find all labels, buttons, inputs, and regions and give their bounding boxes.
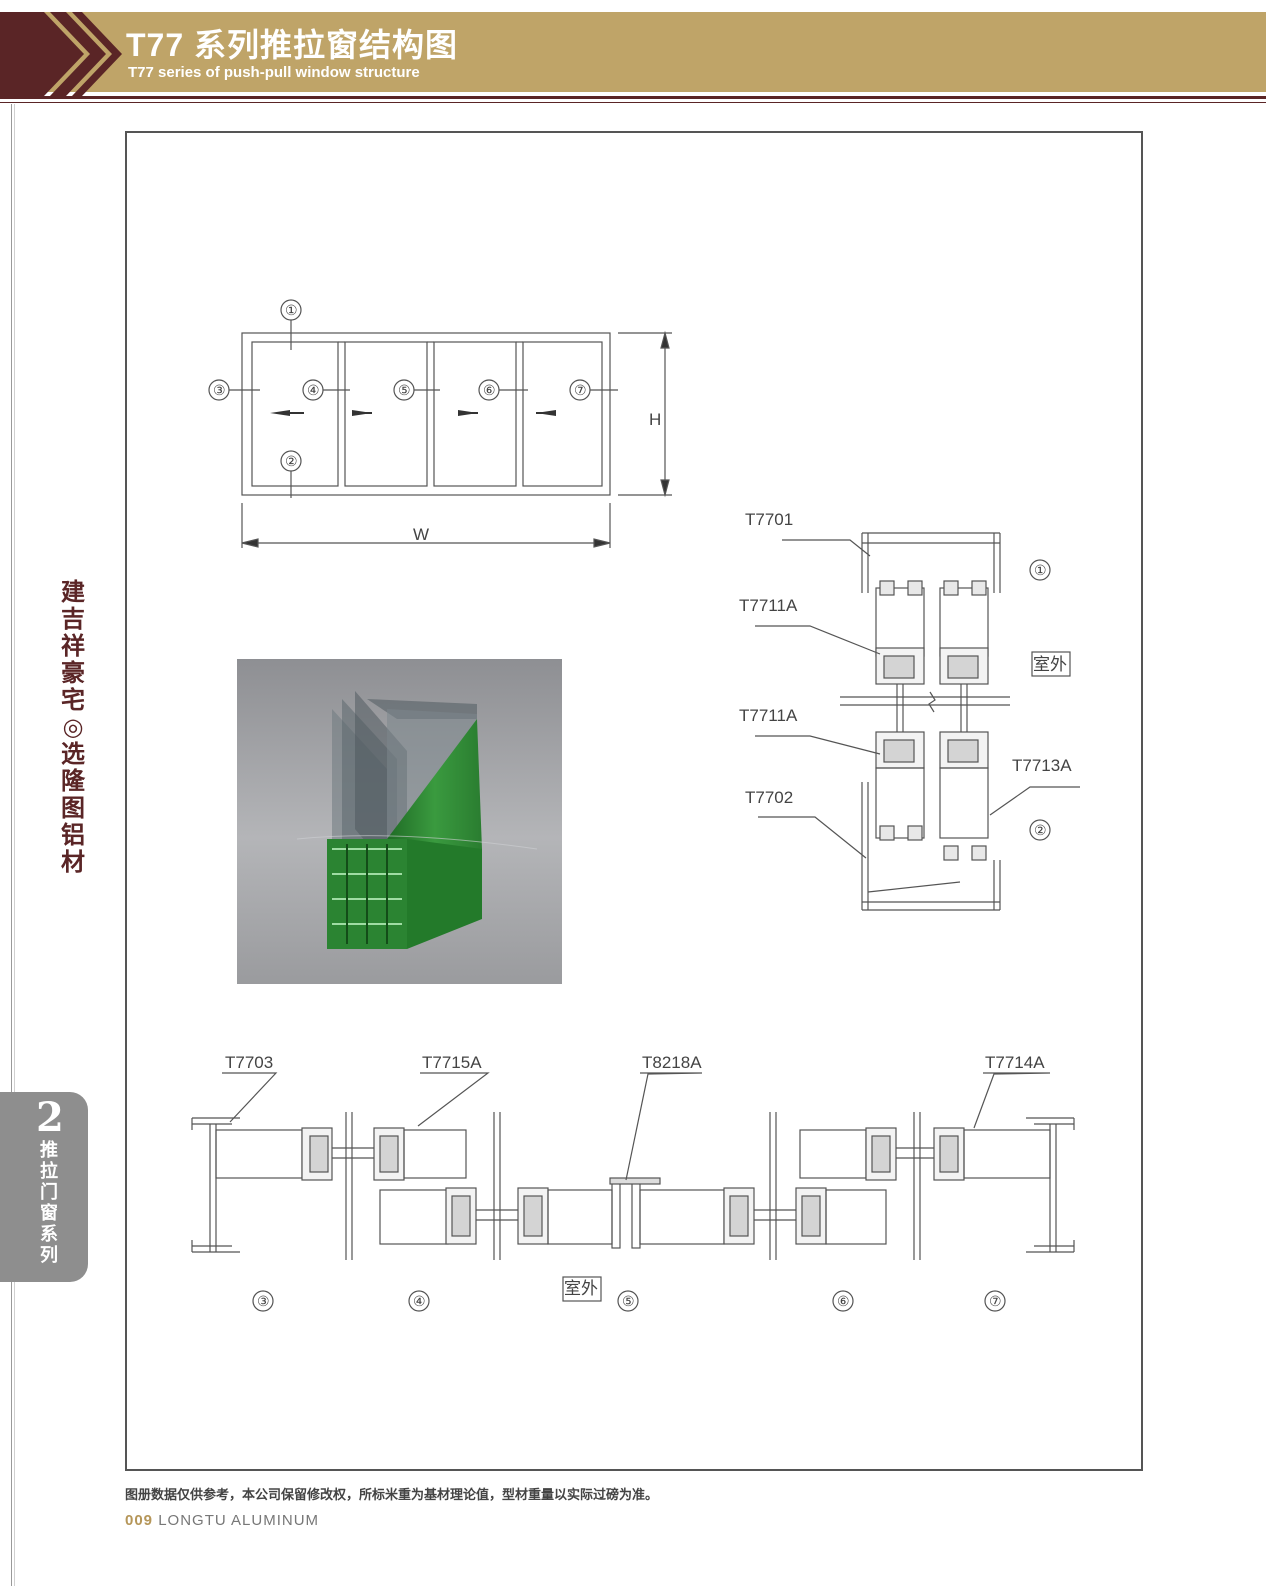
margin-line	[11, 104, 12, 1586]
part-label-t7714a: T7714A	[985, 1053, 1045, 1072]
section-marker-7: ⑦	[989, 1293, 1002, 1309]
brand-char: 宅	[61, 685, 85, 714]
chapter-char: 列	[40, 1245, 58, 1265]
marker-7: ⑦	[574, 382, 587, 398]
page-subtitle: T77 series of push-pull window structure	[128, 64, 420, 81]
part-label-t7715a: T7715A	[422, 1053, 482, 1072]
section-marker-6: ⑥	[837, 1293, 850, 1309]
vertical-section-drawing	[755, 532, 1080, 911]
section-marker-4: ④	[413, 1293, 426, 1309]
outdoor-label-vertical: 室外	[1033, 655, 1067, 674]
marker-5: ⑤	[398, 382, 411, 398]
brand-char: 图	[61, 793, 85, 822]
company-name: LONGTU ALUMINUM	[158, 1512, 320, 1529]
section-marker-2: ②	[1034, 822, 1047, 838]
chapter-char: 门	[40, 1182, 58, 1202]
page-number: 009	[125, 1512, 154, 1529]
chapter-char: 推	[40, 1140, 58, 1160]
marker-3: ③	[213, 382, 226, 398]
margin-line-light	[14, 104, 15, 1586]
part-label-t7701: T7701	[745, 510, 793, 529]
header-band	[0, 12, 1266, 92]
outdoor-label-horizontal: 室外	[564, 1279, 598, 1298]
section-marker-1: ①	[1034, 562, 1047, 578]
brand-char: 铝	[61, 820, 85, 849]
brand-char: 祥	[61, 631, 85, 660]
brand-char: 选	[61, 739, 85, 768]
brand-char: 豪	[61, 658, 85, 687]
dimension-height-label: H	[649, 410, 661, 429]
chapter-char: 系	[40, 1224, 58, 1244]
chapter-char: 窗	[40, 1203, 58, 1223]
chapter-tab[interactable]	[0, 1092, 88, 1282]
marker-1: ①	[285, 302, 298, 318]
section-marker-5: ⑤	[622, 1293, 635, 1309]
chapter-title: 推 拉 门 窗 系 列	[38, 1140, 60, 1266]
header-chevron-icon	[0, 12, 122, 96]
window-elevation	[208, 299, 672, 548]
header-divider-thin	[0, 102, 1266, 103]
side-brand: 建 吉 祥 豪 宅 ◎ 选 隆 图 铝 材	[58, 578, 88, 875]
brand-char: 隆	[61, 766, 85, 795]
page-footer: 009 LONGTU ALUMINUM	[125, 1512, 319, 1529]
dimension-width-label: W	[413, 525, 429, 544]
brand-char: 建	[61, 577, 85, 606]
marker-6: ⑥	[483, 382, 496, 398]
header-divider	[0, 96, 1266, 99]
marker-2: ②	[285, 453, 298, 469]
brand-char: ◎	[62, 712, 84, 741]
chapter-char: 拉	[40, 1161, 58, 1181]
section-marker-3: ③	[257, 1293, 270, 1309]
disclaimer-note: 图册数据仅供参考，本公司保留修改权，所标米重为基材理论值，型材重量以实际过磅为准…	[125, 1487, 659, 1502]
part-label-t7711a-lower: T7711A	[739, 706, 798, 725]
part-label-t7703: T7703	[225, 1053, 273, 1072]
horizontal-section-drawing	[191, 1072, 1075, 1312]
part-label-t7711a-upper: T7711A	[739, 596, 798, 615]
part-label-t7713a: T7713A	[1012, 756, 1072, 775]
product-render-image	[237, 659, 562, 984]
part-label-t8218a: T8218A	[642, 1053, 702, 1072]
slide-direction-arrows	[270, 410, 556, 416]
chapter-number: 2	[36, 1094, 64, 1141]
brand-char: 材	[61, 847, 85, 876]
brand-char: 吉	[61, 604, 85, 633]
page-title: T77 系列推拉窗结构图	[126, 27, 459, 63]
marker-4: ④	[307, 382, 320, 398]
part-label-t7702: T7702	[745, 788, 793, 807]
drawing-frame	[125, 131, 1143, 1471]
